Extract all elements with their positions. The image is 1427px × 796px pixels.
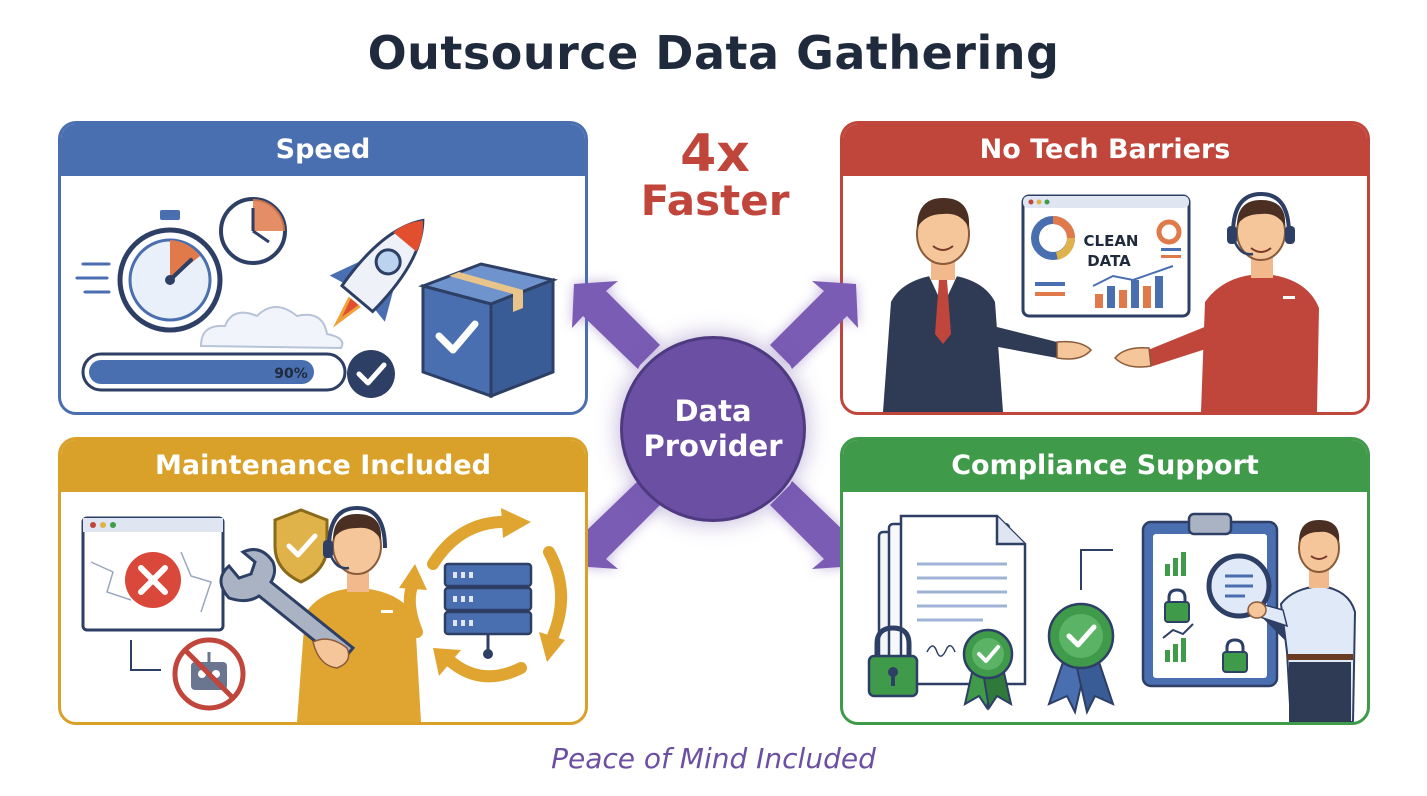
- progress-bar: [81, 352, 347, 392]
- tech-illustration: CLEAN DATA: [843, 176, 1367, 412]
- arrow-to-compliance: [770, 481, 858, 569]
- page-title: Outsource Data Gathering: [367, 26, 1060, 80]
- technician-headset-icon: [327, 505, 387, 549]
- clock-icon: [219, 197, 287, 265]
- arrow-to-speed: [572, 281, 660, 369]
- no-robot-icon: [172, 637, 246, 711]
- server-icon: [443, 562, 533, 659]
- clipboard-lock-icon: [1164, 588, 1190, 623]
- speed-callout-label: Faster: [640, 176, 790, 225]
- footer-tagline: Peace of Mind Included: [551, 742, 876, 775]
- stopwatch-icon: [117, 210, 223, 333]
- small-award-ribbon-icon: [962, 628, 1014, 711]
- document-icon: [877, 514, 1027, 686]
- award-ribbon-icon: [1047, 602, 1115, 715]
- tech-card: No Tech Barriers: [840, 121, 1370, 415]
- compliance-card-title: Compliance Support: [843, 440, 1367, 492]
- speed-card: Speed: [58, 121, 588, 415]
- maintenance-scene: [81, 505, 567, 722]
- wrench-icon: [219, 548, 356, 665]
- maintenance-card-title: Maintenance Included: [61, 440, 585, 492]
- broken-window-icon: [81, 516, 225, 632]
- dashboard-text-data: DATA: [1087, 252, 1131, 270]
- clipboard-lock-icon-2: [1222, 638, 1248, 673]
- motion-lines-icon: [75, 262, 111, 294]
- inspector-figure: [1247, 520, 1357, 722]
- technician-figure: [297, 505, 421, 722]
- speed-illustration: 90%: [61, 176, 585, 412]
- speed-card-title: Speed: [61, 124, 585, 176]
- dashboard-text-clean: CLEAN: [1084, 232, 1139, 250]
- shield-check-icon: [273, 508, 329, 584]
- arrow-to-maintenance: [572, 481, 660, 569]
- tech-card-title: No Tech Barriers: [843, 124, 1367, 176]
- data-provider-hub: Data Provider: [620, 336, 806, 522]
- compliance-card: Compliance Support: [840, 437, 1370, 725]
- smoke-cloud-icon: [199, 306, 344, 350]
- speed-callout: 4x Faster: [610, 128, 820, 222]
- checkmark-icon: [347, 350, 395, 398]
- compliance-illustration: [843, 492, 1367, 722]
- headset-icon: [1231, 191, 1291, 235]
- speed-multiplier: 4x: [680, 124, 750, 184]
- tech-scene: CLEAN DATA: [883, 191, 1319, 412]
- speed-scene: 90%: [75, 197, 559, 399]
- hub-arrows: [572, 281, 858, 569]
- businessman-figure: [883, 198, 1093, 412]
- hub-label: Data Provider: [643, 394, 783, 463]
- support-agent-figure: [1113, 191, 1319, 412]
- padlock-icon: [867, 625, 919, 698]
- compliance-scene: [867, 512, 1357, 722]
- package-icon: [418, 262, 559, 399]
- arrow-to-tech: [770, 281, 858, 369]
- progress-label: 90%: [274, 366, 308, 382]
- dashboard-icon: [1021, 194, 1191, 318]
- maintenance-card: Maintenance Included: [58, 437, 588, 725]
- rocket-icon: [329, 218, 425, 328]
- maintenance-illustration: [61, 492, 585, 722]
